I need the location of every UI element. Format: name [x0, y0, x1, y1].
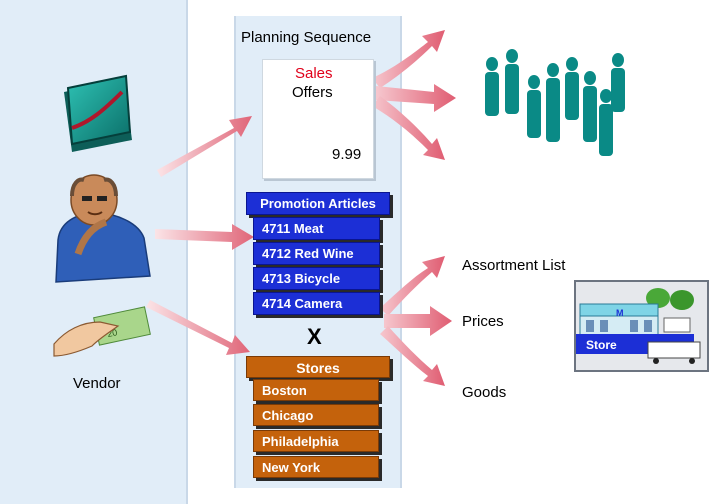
vendor-person-icon: [55, 174, 151, 283]
cross-symbol: X: [307, 324, 322, 349]
svg-text:20: 20: [106, 327, 118, 339]
arrow-to-offers: [157, 116, 252, 177]
stores-header: Stores: [246, 356, 390, 378]
arrow-to-articles: [155, 224, 254, 250]
store-image-label: Store: [586, 338, 617, 352]
store-image: M Store: [574, 280, 709, 372]
store-item: Philadelphia: [253, 430, 379, 452]
store-building-icon: [576, 288, 701, 364]
promotion-articles-header: Promotion Articles: [246, 192, 390, 215]
store-item: Chicago: [253, 404, 379, 426]
hand-money-icon: 20: [53, 306, 151, 357]
customers-icon: [485, 49, 625, 156]
store-item: Boston: [253, 379, 379, 401]
chart-icon: [64, 74, 132, 152]
arrow-to-stores: [146, 300, 250, 355]
offer-price: 9.99: [332, 146, 362, 163]
store-sign: M: [616, 308, 624, 318]
sales-label: Sales: [295, 65, 333, 82]
goods-label: Goods: [462, 384, 507, 401]
article-item: 4714 Camera: [253, 292, 380, 315]
store-item: New York: [253, 456, 379, 478]
vendor-label: Vendor: [73, 375, 121, 392]
fan-arrows-to-customers: [372, 30, 456, 160]
planning-sequence-title: Planning Sequence: [241, 29, 372, 46]
article-item: 4713 Bicycle: [253, 267, 380, 290]
sales-offers-card: [262, 59, 374, 179]
assortment-list-label: Assortment List: [462, 257, 566, 274]
prices-label: Prices: [462, 313, 504, 330]
article-item: 4712 Red Wine: [253, 242, 380, 265]
offers-label: Offers: [292, 84, 333, 101]
article-item: 4711 Meat: [253, 217, 380, 240]
fan-arrows-to-outputs: [380, 256, 452, 386]
